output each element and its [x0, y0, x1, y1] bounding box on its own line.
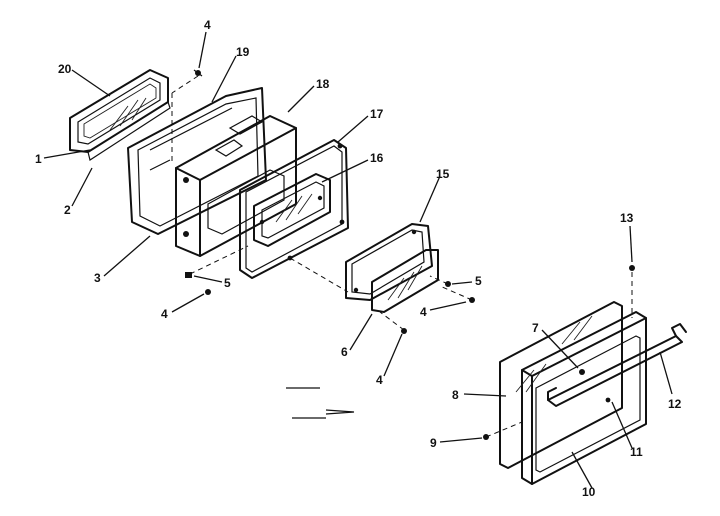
- left-hardware: [185, 69, 475, 334]
- callout-16: 16: [370, 151, 384, 165]
- callout-2: 2: [64, 203, 71, 217]
- callout-9: 9: [430, 436, 437, 450]
- part-20-door-frame: [69, 69, 171, 161]
- assembly-arrow: [286, 387, 355, 419]
- part-17-plate: [239, 139, 349, 279]
- callout-1: 1: [35, 152, 42, 166]
- part-8-door-glass: [499, 301, 623, 469]
- callout-10: 10: [582, 485, 596, 499]
- part-18-door-liner-box: [175, 115, 297, 257]
- callout-13: 13: [620, 211, 634, 225]
- part-16-window-frame: [253, 173, 331, 247]
- callout-4-right: 4: [420, 305, 427, 319]
- assembly-lines-left: [171, 75, 473, 331]
- callout-5-left: 5: [224, 276, 231, 290]
- callout-4-left: 4: [161, 307, 168, 321]
- callout-4-bottom: 4: [376, 373, 383, 387]
- callout-11: 11: [630, 445, 643, 459]
- callout-6: 6: [341, 345, 348, 359]
- callout-18: 18: [316, 77, 330, 91]
- callout-17: 17: [370, 107, 384, 121]
- part-15-glass-retainer: [345, 223, 433, 301]
- leader-lines: [43, 31, 673, 489]
- right-hardware: [483, 265, 635, 440]
- callout-20: 20: [58, 62, 72, 76]
- callout-4-top: 4: [204, 18, 211, 32]
- callout-12: 12: [668, 397, 682, 411]
- callout-15: 15: [436, 167, 450, 181]
- part-10-outer-door: [521, 311, 647, 485]
- callout-19: 19: [236, 45, 250, 59]
- callout-7: 7: [532, 321, 539, 335]
- callout-8: 8: [452, 388, 459, 402]
- part-12-door-handle: [547, 323, 687, 407]
- callout-3: 3: [94, 271, 101, 285]
- callout-5-right: 5: [475, 274, 482, 288]
- callout-labels: 20 4 19 18 17 16 15 1 2 3 5 4 5 4 6 4 13…: [35, 18, 682, 499]
- part-19-inner-frame: [127, 87, 267, 235]
